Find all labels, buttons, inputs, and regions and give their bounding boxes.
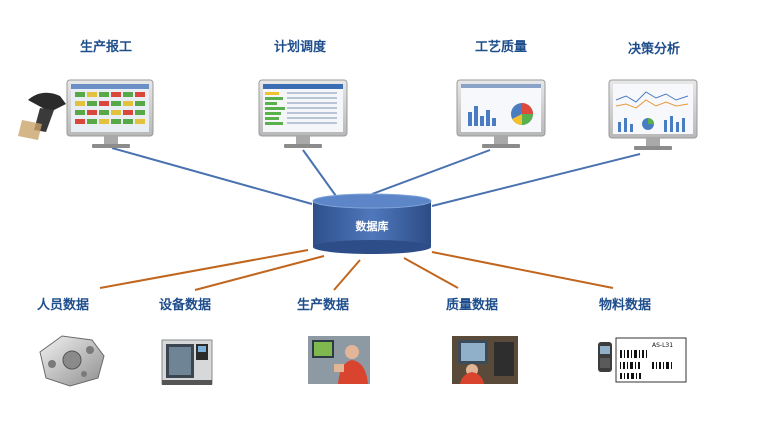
connector-plan-scheduling — [302, 149, 337, 197]
decision-analysis-monitor — [608, 79, 698, 150]
metal-part-image — [39, 335, 105, 387]
bottom-label-quality-data: 质量数据 — [445, 298, 499, 313]
cnc-machine-image — [161, 339, 213, 385]
connector-material-data — [431, 251, 614, 289]
connector-production-report — [111, 147, 313, 205]
top-label-plan-scheduling: 计划调度 — [273, 40, 327, 55]
database-cylinder — [312, 193, 432, 254]
bottom-label-material-data: 物料数据 — [598, 298, 652, 313]
bottom-label-equipment-data: 设备数据 — [158, 298, 212, 313]
database-label: 数据库 — [355, 220, 389, 233]
bottom-connectors — [99, 249, 614, 291]
quality-photo-image — [452, 336, 518, 384]
top-label-process-quality: 工艺质量 — [474, 40, 528, 55]
top-connectors — [111, 147, 641, 207]
process-quality-monitor — [456, 79, 546, 148]
connector-quality-data — [403, 257, 459, 289]
connector-decision-analysis — [431, 153, 641, 207]
plan-scheduling-monitor — [258, 79, 348, 148]
connector-equipment-data — [194, 255, 325, 291]
bottom-label-personnel-data: 人员数据 — [36, 298, 90, 313]
bottom-label-production-data: 生产数据 — [296, 298, 350, 313]
barcode-scanner-icon — [18, 92, 66, 140]
connector-personnel-data — [99, 249, 309, 289]
top-label-production-report: 生产报工 — [79, 40, 133, 55]
top-label-decision-analysis: 决策分析 — [627, 42, 681, 57]
production-photo-image — [308, 336, 370, 384]
connector-process-quality — [371, 149, 491, 195]
production-report-monitor — [66, 79, 154, 148]
connector-production-data — [333, 259, 361, 291]
barcode-label-image: AS-L31 — [598, 337, 687, 383]
label-code-text: AS-L31 — [652, 342, 673, 349]
